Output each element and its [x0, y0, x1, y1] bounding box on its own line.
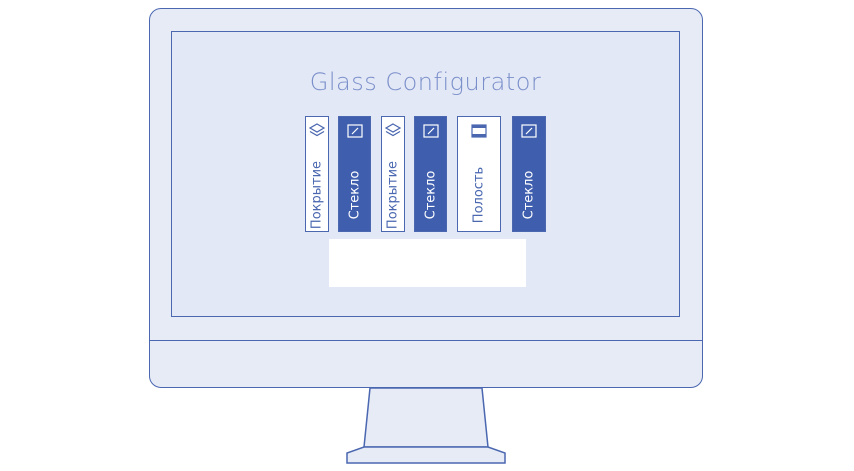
layer-label: Покрытие	[309, 160, 325, 230]
stand-base	[346, 446, 506, 464]
monitor-screen: Glass Configurator Покрытие	[171, 31, 680, 317]
layer-label: Полость	[471, 166, 487, 224]
glass-pane-icon	[346, 122, 364, 140]
stand-neck	[363, 387, 489, 448]
result-panel	[329, 239, 526, 287]
layer-glass-3[interactable]: Стекло	[512, 116, 546, 232]
glass-pane-icon	[422, 122, 440, 140]
layer-glass-2[interactable]: Стекло	[414, 116, 447, 232]
monitor-stand	[346, 387, 506, 464]
layer-label: Стекло	[521, 170, 537, 220]
monitor-chin-divider	[150, 340, 702, 341]
layer-label: Стекло	[423, 170, 438, 220]
layers-icon	[384, 122, 402, 140]
app-title: Glass Configurator	[309, 68, 542, 96]
layer-glass-1[interactable]: Стекло	[338, 116, 371, 232]
layer-coating-1[interactable]: Покрытие	[305, 116, 329, 232]
monitor-frame: Glass Configurator Покрытие	[149, 8, 703, 388]
layers-icon	[308, 122, 326, 140]
cavity-icon	[470, 122, 488, 140]
glass-pane-icon	[520, 122, 538, 140]
layer-label: Покрытие	[385, 160, 401, 230]
layer-cavity[interactable]: Полость	[457, 116, 501, 232]
layer-label: Стекло	[347, 170, 362, 220]
layer-coating-2[interactable]: Покрытие	[381, 116, 405, 232]
